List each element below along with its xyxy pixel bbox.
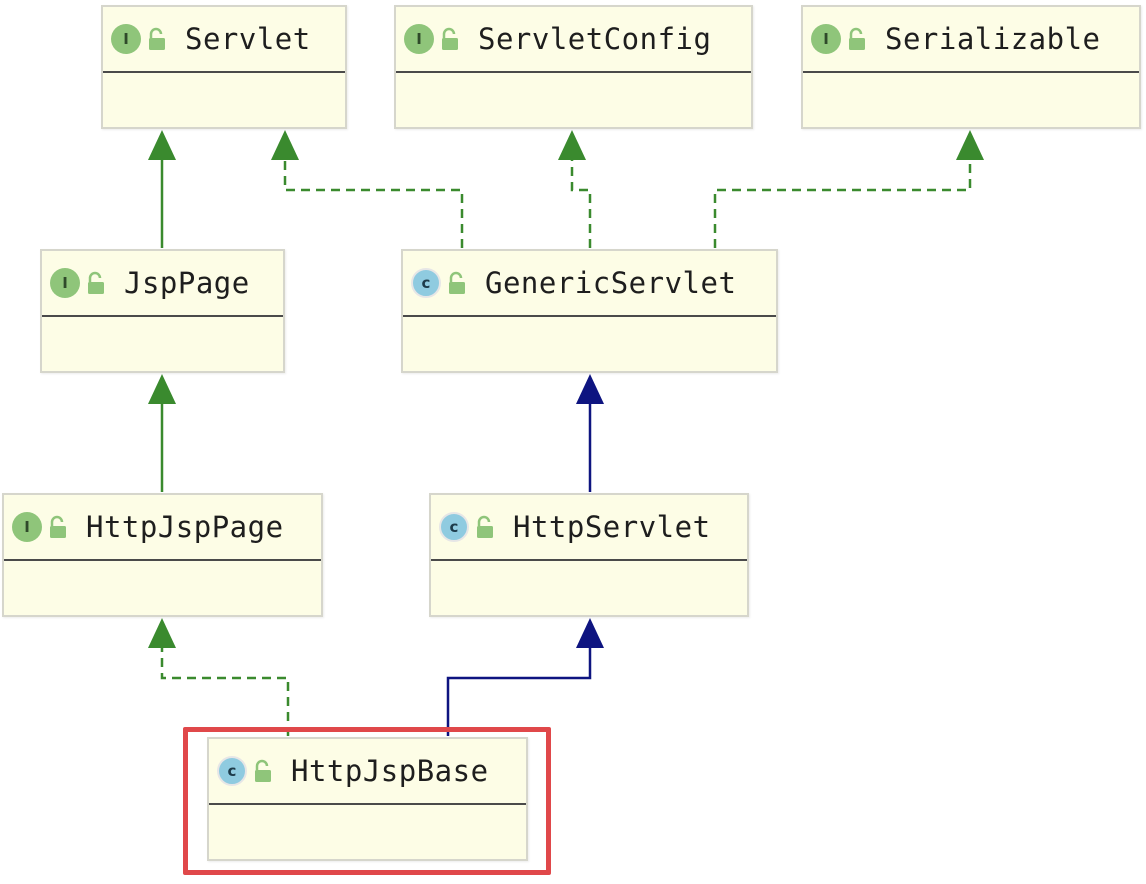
class-name: ServletConfig — [478, 22, 712, 56]
node-servlet[interactable]: I Servlet — [101, 5, 347, 129]
interface-icon: I — [12, 512, 42, 542]
class-name: HttpServlet — [513, 510, 711, 544]
edge-httpjspbase-httpjsppage — [148, 618, 290, 736]
edge-genericservlet-servlet — [271, 130, 464, 248]
node-header: I ServletConfig — [396, 7, 751, 73]
node-header: c HttpJspBase — [209, 739, 526, 805]
class-icon: c — [217, 756, 247, 786]
class-name: Servlet — [185, 22, 311, 56]
node-header: I Servlet — [103, 7, 345, 73]
class-icon: c — [439, 512, 469, 542]
open-lock-icon — [255, 759, 271, 782]
open-lock-icon — [477, 515, 493, 538]
node-servletconfig[interactable]: I ServletConfig — [394, 5, 753, 129]
interface-icon: I — [111, 24, 141, 54]
open-lock-icon — [442, 27, 458, 50]
open-lock-icon — [849, 27, 865, 50]
class-name: GenericServlet — [485, 266, 737, 300]
node-header: I Serializable — [803, 7, 1139, 73]
edge-httpjspbase-httpservlet — [446, 618, 604, 736]
node-header: c HttpServlet — [431, 495, 747, 561]
class-name: JspPage — [124, 266, 250, 300]
node-header: I JspPage — [42, 251, 283, 317]
node-header: I HttpJspPage — [4, 495, 321, 561]
node-jsppage[interactable]: I JspPage — [40, 249, 285, 373]
open-lock-icon — [449, 271, 465, 294]
edge-httpjsppage-jsppage — [148, 374, 176, 492]
node-genericservlet[interactable]: c GenericServlet — [401, 249, 778, 373]
class-name: HttpJspPage — [86, 510, 284, 544]
interface-icon: I — [404, 24, 434, 54]
edge-genericservlet-servletconfig — [558, 130, 592, 248]
class-name: Serializable — [885, 22, 1101, 56]
node-serializable[interactable]: I Serializable — [801, 5, 1141, 129]
node-httpjspbase[interactable]: c HttpJspBase — [207, 737, 528, 861]
open-lock-icon — [50, 515, 66, 538]
open-lock-icon — [149, 27, 165, 50]
class-name: HttpJspBase — [291, 754, 489, 788]
edge-genericservlet-serializable — [713, 130, 984, 248]
class-icon: c — [411, 268, 441, 298]
edge-httpservlet-genericservlet — [576, 374, 604, 492]
node-httpjsppage[interactable]: I HttpJspPage — [2, 493, 323, 617]
interface-icon: I — [50, 268, 80, 298]
node-header: c GenericServlet — [403, 251, 776, 317]
open-lock-icon — [88, 271, 104, 294]
edge-jsppage-servlet — [148, 130, 176, 248]
selection-highlight — [183, 727, 551, 875]
node-httpservlet[interactable]: c HttpServlet — [429, 493, 749, 617]
interface-icon: I — [811, 24, 841, 54]
